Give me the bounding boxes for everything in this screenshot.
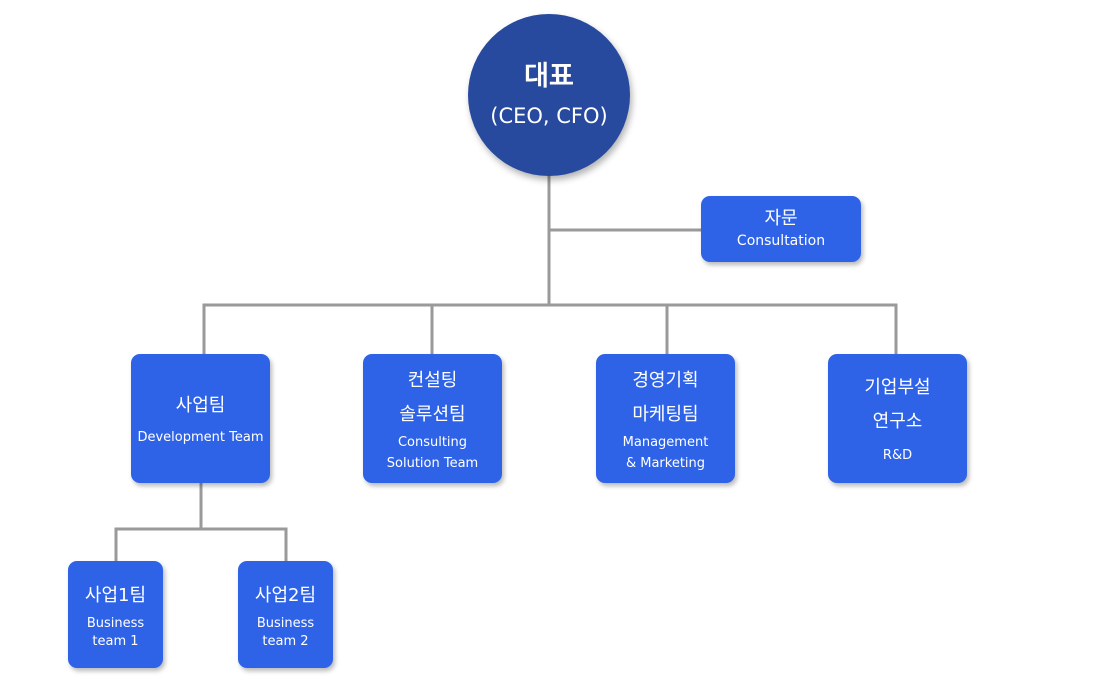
- consulting-team-title-line1: 컨설팅: [407, 369, 458, 391]
- management-team-subtitle-line2: & Marketing: [625, 455, 706, 471]
- business-team-2-subtitle-line2: team 2: [262, 633, 309, 649]
- consulting-team-subtitle-line1: Consulting: [397, 434, 468, 450]
- business-team-2-subtitle-line1: Business: [256, 615, 315, 631]
- management-team-title-line1: 경영기획: [632, 369, 699, 391]
- management-team-subtitle-line1: Management: [622, 434, 709, 450]
- development-team-node: 사업팀 Development Team: [131, 354, 270, 483]
- research-center-title-line2: 연구소: [872, 411, 923, 432]
- consulting-team-subtitle-line2: Solution Team: [386, 455, 479, 471]
- development-team-title: 사업팀: [175, 395, 226, 416]
- advisory-subtitle: Consultation: [736, 233, 826, 249]
- consulting-team-title-line2: 솔루션팀: [399, 403, 466, 425]
- consulting-team-node: 컨설팅 솔루션팀 Consulting Solution Team: [363, 354, 502, 483]
- ceo-subtitle: (CEO, CFO): [490, 104, 608, 128]
- research-center-title-line1: 기업부설: [864, 377, 931, 398]
- business-team-1-node: 사업1팀 Business team 1: [68, 561, 163, 668]
- ceo-title: 대표: [524, 61, 574, 92]
- advisory-node: 자문 Consultation: [701, 196, 861, 262]
- research-center-subtitle: R&D: [882, 448, 913, 463]
- business-team-1-subtitle-line2: team 1: [92, 633, 139, 649]
- advisory-title: 자문: [764, 208, 798, 229]
- business-team-1-title: 사업1팀: [84, 584, 147, 606]
- ceo-node: 대표 (CEO, CFO): [468, 14, 630, 176]
- management-team-title-line2: 마케팅팀: [632, 403, 699, 425]
- business-team-1-subtitle-line1: Business: [86, 615, 145, 631]
- business-team-2-title: 사업2팀: [254, 584, 317, 606]
- development-team-subtitle: Development Team: [137, 430, 264, 445]
- management-team-node: 경영기획 마케팅팀 Management & Marketing: [596, 354, 735, 483]
- research-center-node: 기업부설 연구소 R&D: [828, 354, 967, 483]
- business-team-2-node: 사업2팀 Business team 2: [238, 561, 333, 668]
